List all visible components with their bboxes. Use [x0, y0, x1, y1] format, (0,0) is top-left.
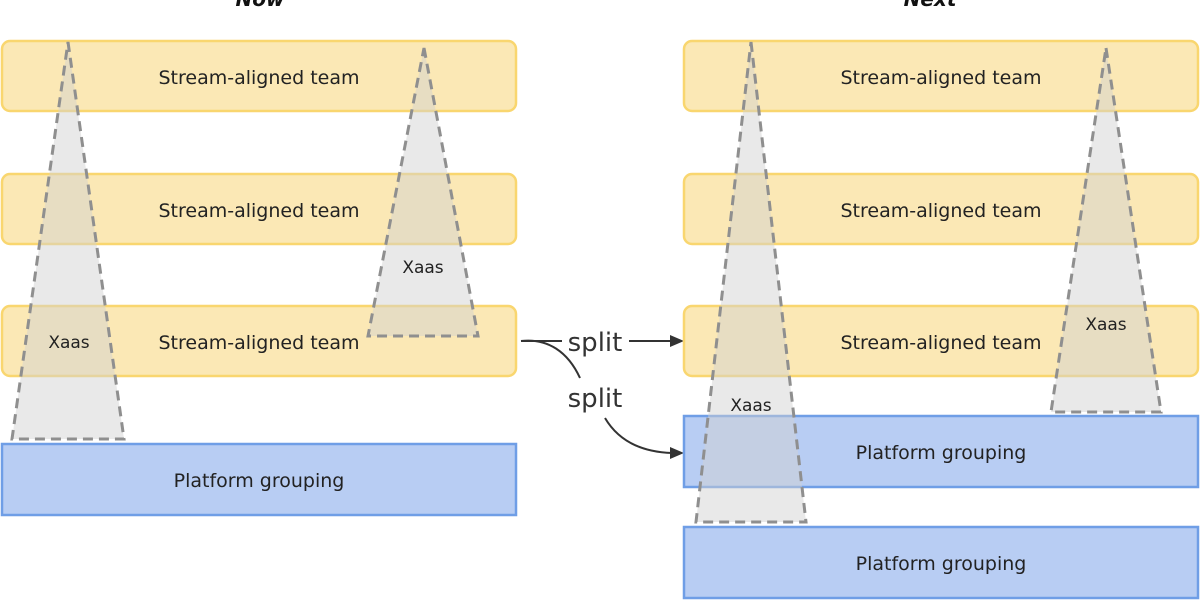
xaas-triangle: Xaas	[694, 41, 808, 524]
next-heading: Next	[904, 0, 958, 11]
xaas-triangle: Xaas	[366, 47, 480, 338]
xaas-triangle: Xaas	[10, 41, 126, 441]
split-arrow: split	[521, 328, 684, 358]
stream-aligned-team-label: Stream-aligned team	[841, 67, 1042, 89]
xaas-label: Xaas	[730, 396, 771, 416]
xaas-triangle: Xaas	[1049, 47, 1163, 414]
stream-aligned-team-label: Stream-aligned team	[841, 200, 1042, 222]
stream-aligned-team-label: Stream-aligned team	[159, 67, 360, 89]
platform-grouping-label: Platform grouping	[174, 470, 345, 492]
platform-grouping-box: Platform grouping	[682, 414, 1200, 489]
platform-grouping-box: Platform grouping	[0, 442, 518, 517]
split-arrow: split	[520, 339, 684, 459]
xaas-label: Xaas	[1085, 315, 1126, 335]
platform-grouping-box: Platform grouping	[682, 525, 1200, 600]
stream-aligned-team-box: Stream-aligned team	[0, 304, 518, 378]
stream-aligned-team-box: Stream-aligned team	[682, 304, 1200, 378]
split-label: split	[568, 328, 623, 358]
xaas-label: Xaas	[48, 333, 89, 353]
stream-aligned-team-box: Stream-aligned team	[0, 39, 518, 113]
split-label: split	[568, 384, 623, 414]
xaas-label: Xaas	[402, 258, 443, 278]
stream-aligned-team-box: Stream-aligned team	[682, 172, 1200, 246]
now-heading: Now	[236, 0, 285, 11]
stream-aligned-team-label: Stream-aligned team	[159, 200, 360, 222]
stream-aligned-team-box: Stream-aligned team	[0, 172, 518, 246]
next-panel: Stream-aligned team Stream-aligned team …	[682, 39, 1200, 600]
platform-grouping-label: Platform grouping	[856, 442, 1027, 464]
stream-aligned-team-label: Stream-aligned team	[841, 332, 1042, 354]
platform-grouping-label: Platform grouping	[856, 553, 1027, 575]
now-panel: Stream-aligned team Stream-aligned team …	[0, 39, 518, 517]
stream-aligned-team-box: Stream-aligned team	[682, 39, 1200, 113]
stream-aligned-team-label: Stream-aligned team	[159, 332, 360, 354]
